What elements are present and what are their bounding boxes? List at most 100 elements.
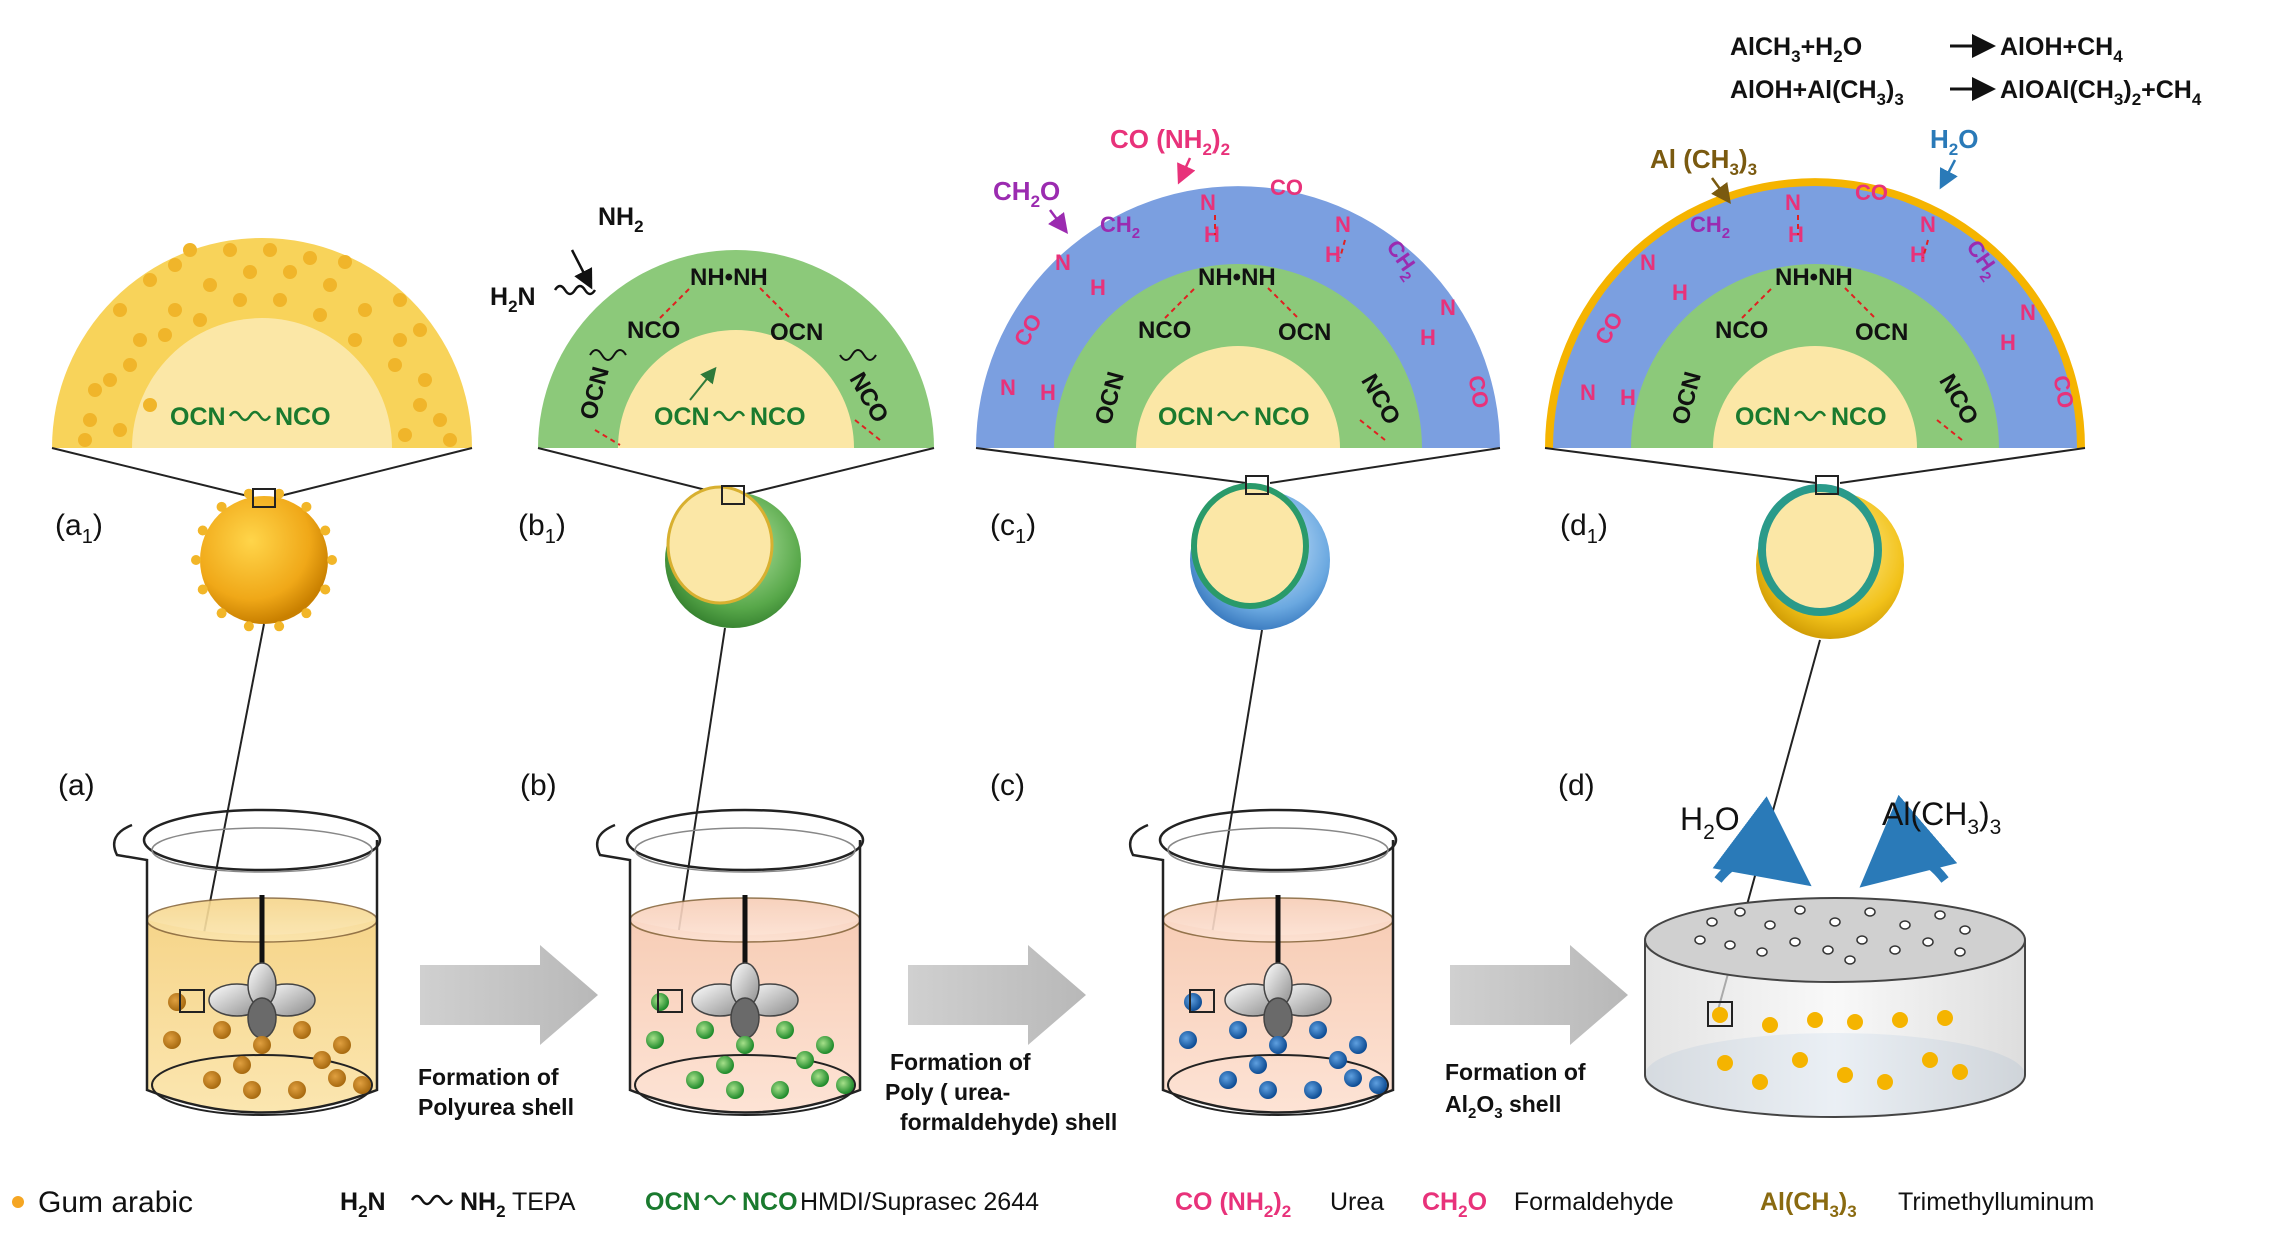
panel-d1-label: (d1) (1560, 509, 1608, 548)
tma-flow-arrow (1859, 794, 1958, 888)
svg-text:CH2: CH2 (1100, 212, 1140, 242)
zoom-line-left (537, 447, 723, 495)
panel-b1-shell-detail: H2N NH2 NH•NH NCO OCN OCN NCO OCN NCO (b… (490, 203, 935, 628)
particle-core-cutaway (1758, 484, 1882, 616)
reactor-holes (1694, 905, 1971, 965)
gum-dot (191, 555, 201, 565)
core-region (132, 318, 392, 448)
core-nco-label: NCO (275, 403, 331, 431)
arrow-cd-caption-2: Al2O3 shell (1445, 1091, 1561, 1122)
reactor-hole (1954, 947, 1966, 957)
gum-dot (168, 258, 182, 272)
capsule-dot (1259, 1081, 1277, 1099)
beaker-outline (112, 823, 379, 1114)
stirrer-blade (730, 997, 760, 1039)
legend-hmdi-name: HMDI/Suprasec 2644 (800, 1188, 1039, 1216)
legend-tma-formula: Al(CH3)3 (1760, 1188, 1857, 1221)
gum-dot (327, 555, 337, 565)
reactor-hole (1734, 907, 1746, 917)
ch2o-reagent-label: CH2O (993, 176, 1060, 211)
core-chain-wave (228, 410, 272, 422)
arrow-bc-caption-2: Poly ( urea- (885, 1079, 1010, 1105)
hydrogen-bond-lines (1164, 215, 1386, 441)
capsule-dot (1269, 1036, 1287, 1054)
svg-text:H: H (1325, 242, 1341, 267)
gum-dot (393, 293, 407, 307)
svg-text:N: N (1785, 190, 1801, 215)
gum-dot (83, 413, 97, 427)
reactor-hole (1789, 937, 1801, 947)
svg-text:N: N (1000, 375, 1016, 400)
ald-reactor: H2O Al(CH3)3 (1644, 794, 2026, 1118)
step-d-label: (d) (1558, 769, 1595, 802)
nco-left-label: NCO (1138, 317, 1191, 344)
gum-coated-particle (200, 496, 328, 624)
alumina-capsule-dot (1807, 1012, 1823, 1028)
svg-text:N: N (1200, 190, 1216, 215)
reactor-hole (1934, 910, 1946, 920)
gum-dot (398, 428, 412, 442)
panel-d1-shell-detail: Al (CH3)3 H2O CH2 N H CO N H CH2 N H CO … (1544, 124, 2086, 639)
arrow-ab-caption-1: Formation of (418, 1064, 559, 1090)
chain-wave-left (589, 349, 627, 361)
core-nco-label: NCO (750, 403, 806, 431)
capsule-dot (233, 1056, 251, 1074)
capsule-dot (1184, 993, 1202, 1011)
gum-dot (274, 621, 285, 632)
gum-dot (323, 278, 337, 292)
zoom-box (657, 989, 683, 1013)
capsule-dot (1349, 1036, 1367, 1054)
alumina-capsule-dot (1892, 1012, 1908, 1028)
alumina-capsule-dot (1847, 1014, 1863, 1030)
zoom-box (252, 488, 276, 508)
zoom-box (179, 989, 205, 1013)
legend-hmdi-nco: NCO (742, 1188, 798, 1216)
reactor-hole (1756, 947, 1768, 957)
stirrer-blade (1263, 997, 1293, 1039)
svg-text:H: H (1090, 275, 1106, 300)
alumina-capsule-dot (1752, 1074, 1768, 1090)
capsule-dot (353, 1076, 371, 1094)
capsule-dot (1329, 1051, 1347, 1069)
capsule-dot (163, 1031, 181, 1049)
svg-text:CO: CO (2048, 373, 2078, 410)
gum-dot (203, 278, 217, 292)
reactor-hole (1864, 907, 1876, 917)
capsule-dot (726, 1081, 744, 1099)
capsule-dot (696, 1021, 714, 1039)
arrow-a-to-b (420, 945, 598, 1045)
core-region (1136, 346, 1340, 448)
gum-dot (143, 398, 157, 412)
reactor-hole (1889, 945, 1901, 955)
capsule-dot (776, 1021, 794, 1039)
svg-text:CO: CO (1855, 180, 1888, 205)
gum-dot (418, 373, 432, 387)
gum-dot (313, 308, 327, 322)
zoom-box (721, 485, 745, 505)
legend-tma-name: Trimethylluminum (1898, 1188, 2094, 1216)
nco-left-label: NCO (627, 317, 680, 344)
legend-gum-arabic: Gum arabic (38, 1186, 193, 1219)
core-ocn-label: OCN (1158, 403, 1214, 431)
reaction-line-1: AlCH3+H2O (1730, 33, 1862, 66)
capsule-dot (293, 1021, 311, 1039)
svg-text:CO: CO (1463, 373, 1493, 410)
ocn-right-label: OCN (1855, 319, 1908, 346)
reaction-line-1-products: AlOH+CH4 (2000, 33, 2123, 66)
gum-dot (103, 373, 117, 387)
tepa-chain-wave (553, 284, 597, 296)
capsule-dot (1309, 1021, 1327, 1039)
hydrogen-bond-lines (594, 287, 881, 446)
gum-dot (338, 255, 352, 269)
gum-dot (303, 251, 317, 265)
svg-text:N: N (1335, 212, 1351, 237)
core-region (1713, 346, 1917, 448)
capsule-dot (836, 1076, 854, 1094)
capsule-dot (1304, 1081, 1322, 1099)
capsule-dot (796, 1051, 814, 1069)
panel-a1-shell-detail: OCN NCO (a1) (51, 238, 473, 632)
step-a-label: (a) (58, 769, 95, 802)
beaker-rim (1158, 808, 1398, 872)
panel-c1-shell-detail: CO (NH2)2 CH2O CH2 N H CO N H CH2 N H CO… (975, 124, 1501, 630)
core-ocn-label: OCN (1735, 403, 1791, 431)
